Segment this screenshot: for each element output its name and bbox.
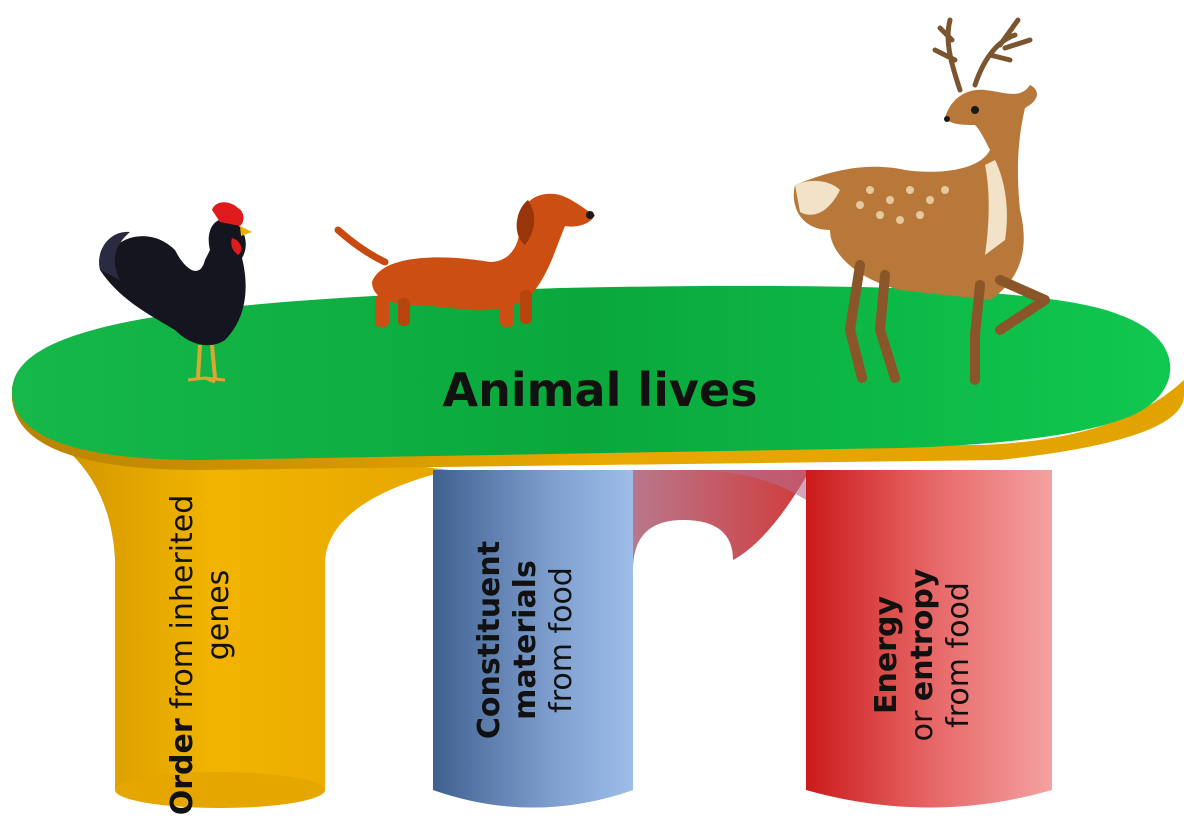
label-materials: Constituent materials from food bbox=[472, 541, 579, 739]
svg-text:Order from inherited: Order from inherited bbox=[165, 495, 200, 816]
label-materials-line1: Constituent bbox=[472, 541, 507, 739]
diagram-title: Animal lives bbox=[443, 363, 758, 417]
label-order-bold: Order bbox=[165, 718, 200, 815]
label-energy-line2-bold: entropy bbox=[905, 568, 940, 701]
label-order-line1: from inherited bbox=[165, 495, 200, 709]
label-energy-line3: from food bbox=[941, 582, 976, 728]
svg-text:or entropy: or entropy bbox=[905, 568, 940, 741]
label-energy-line2-plain: or bbox=[905, 701, 940, 741]
label-energy-line1: Energy bbox=[869, 596, 904, 714]
label-order-line2: genes bbox=[201, 570, 236, 661]
label-materials-line2: materials bbox=[508, 560, 543, 720]
label-materials-line3: from food bbox=[544, 567, 579, 713]
